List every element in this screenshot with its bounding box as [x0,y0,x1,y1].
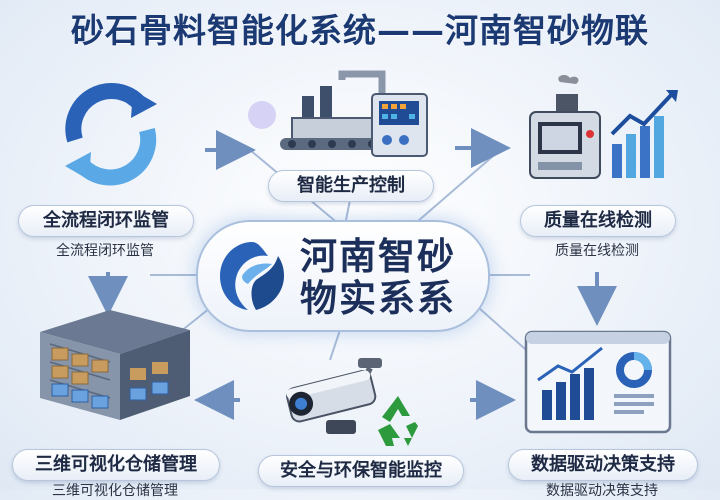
brand-logo-icon [220,242,284,310]
warehouse-icon [40,310,190,420]
center-line-2: 物实系系 [300,277,456,320]
cycle-arrows-icon [65,83,157,186]
dashboard-screen-icon [524,330,672,434]
node-warehouse-label: 三维可视化仓储管理 [12,449,220,481]
node-decision-label: 数据驱动决策支持 [508,449,698,481]
node-quality-sub: 质量在线检测 [555,243,639,259]
factory-machine-icon [280,70,428,157]
security-camera-icon [286,358,382,434]
inspection-monitor-icon [529,75,678,179]
node-loop-sub: 全流程闭环监管 [56,243,154,259]
connector-lines [88,101,617,420]
node-safety-label: 安全与环保智能监控 [258,455,464,487]
node-production-label: 智能生产控制 [268,170,434,202]
center-title: 河南智砂 物实系系 [300,236,456,320]
center-line-1: 河南智砂 [300,235,456,278]
center-hub: 河南智砂 物实系系 [196,220,490,332]
page-title: 砂石骨料智能化系统——河南智砂物联 [71,11,649,50]
node-quality-label: 质量在线检测 [520,205,676,237]
node-warehouse-sub: 三维可视化仓储管理 [52,483,178,499]
recycle-icon [378,396,418,446]
node-loop-label: 全流程闭环监管 [18,205,194,237]
node-decision-sub: 数据驱动决策支持 [546,483,658,499]
